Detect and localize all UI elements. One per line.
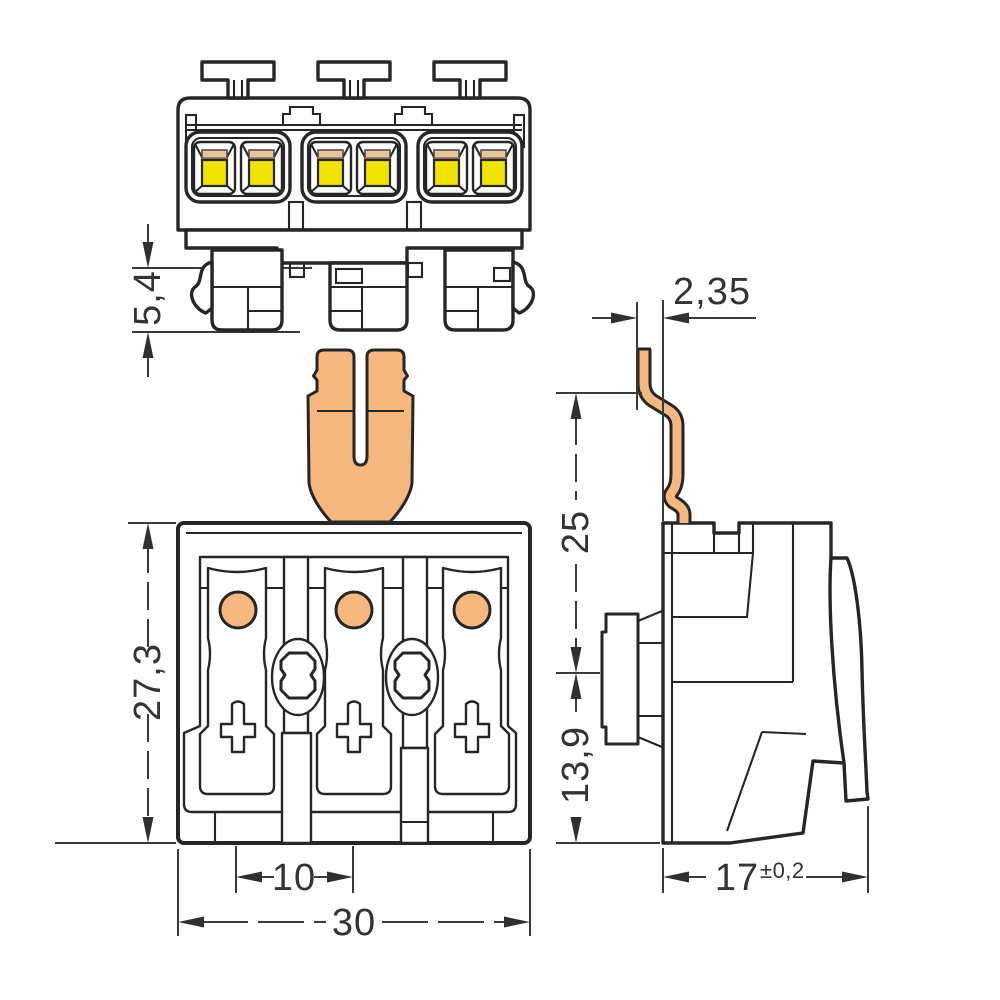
skirt-tab-2: [406, 261, 424, 279]
dim-label-25: 25: [555, 510, 597, 554]
dim-label-5-4: 5,4: [127, 270, 169, 326]
dim-strip-offset: 2,35: [592, 271, 756, 521]
mounting-hole-2: [384, 637, 440, 717]
dim-depth: 17 ±0,2: [662, 806, 869, 899]
push-button-2: [316, 60, 392, 100]
top-view: [176, 60, 536, 332]
dim-label-30: 30: [332, 902, 376, 944]
side-view: [600, 347, 870, 845]
dim-label-27-3: 27,3: [127, 643, 169, 721]
clamping-unit-1: [186, 132, 290, 202]
clamping-unit-2: [302, 132, 406, 202]
dim-snap-foot-height: 5,4: [127, 224, 169, 377]
dim-label-13-9: 13,9: [555, 726, 597, 804]
dim-front-height: 27,3: [55, 522, 176, 844]
dim-label-17: 17: [715, 857, 759, 899]
dim-pole-pitch: 10: [235, 846, 354, 899]
snap-hook-left: [189, 260, 214, 315]
wire-port-circle-1: [218, 590, 258, 630]
release-lever-inner-edge: [828, 557, 846, 764]
skirt-tab-1: [288, 261, 306, 279]
clamping-spring-contact: [306, 348, 415, 524]
wire-port-circle-2: [334, 590, 374, 630]
mounting-hole-1: [270, 637, 326, 717]
mounting-boss: [600, 610, 663, 748]
wire-port-circle-3: [452, 590, 492, 630]
dim-label-2-35: 2,35: [673, 271, 751, 313]
front-view: [176, 521, 532, 845]
spring-fork: [306, 348, 415, 524]
snap-foot-left: [189, 248, 284, 332]
snap-foot-middle: [328, 261, 409, 332]
inner-block: [672, 552, 755, 619]
dim-lower-height: 13,9: [555, 673, 660, 844]
rib-2-lower: [399, 746, 430, 845]
dim-label-10: 10: [272, 857, 316, 899]
dim-label-17-tolerance: ±0,2: [760, 858, 805, 883]
center-post-2: [393, 105, 434, 125]
dim-upper-height: 25: [555, 392, 642, 674]
bottom-wedge-lines: [726, 730, 807, 832]
dim-overall-width: 30: [177, 849, 531, 944]
clamping-unit-3: [418, 132, 522, 202]
rib-1-lower: [280, 731, 313, 845]
snap-hook-right: [511, 260, 536, 315]
push-button-3: [432, 60, 508, 100]
copper-strip-side: [636, 347, 692, 523]
dimensions: 5,4 27,3 10: [55, 224, 869, 944]
snap-foot-right: [443, 248, 536, 332]
push-button-1: [200, 60, 276, 100]
center-post-1: [281, 105, 322, 125]
